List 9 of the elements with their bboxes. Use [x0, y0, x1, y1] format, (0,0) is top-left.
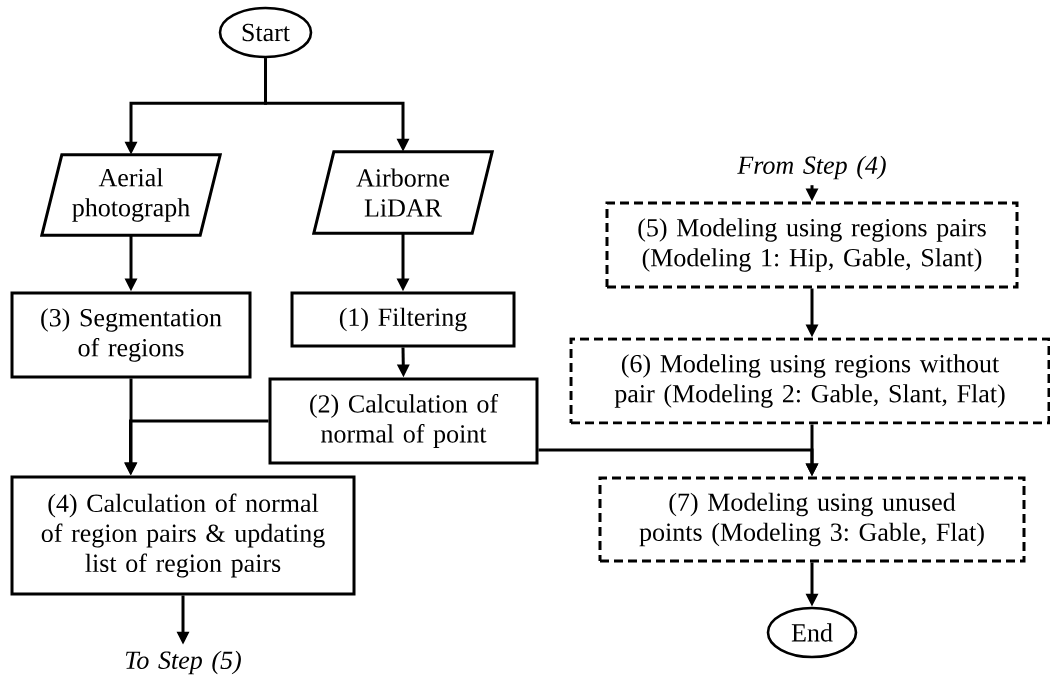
connector-label: From Step (4) — [737, 155, 886, 180]
process-box: (5) Modeling using regions pairs (Modeling 1: Hip, Gable, Slant) — [605, 201, 1019, 289]
process-box: (7) Modeling using unused points (Modeling 3: Gable, Flat) — [598, 476, 1026, 563]
process-box: (1) Filtering — [290, 291, 516, 348]
process-box: (2) Calculation of normal of point — [268, 377, 539, 465]
process-box: (6) Modeling using regions without pair (Modeling 2: Gable, Slant, Flat) — [569, 337, 1050, 425]
process-box: (3) Segmentation of regions — [10, 291, 252, 379]
connector-label: To Step (5) — [125, 650, 241, 675]
process-box: (4) Calculation of normal of region pairs & updating list of region pairs — [10, 475, 356, 596]
